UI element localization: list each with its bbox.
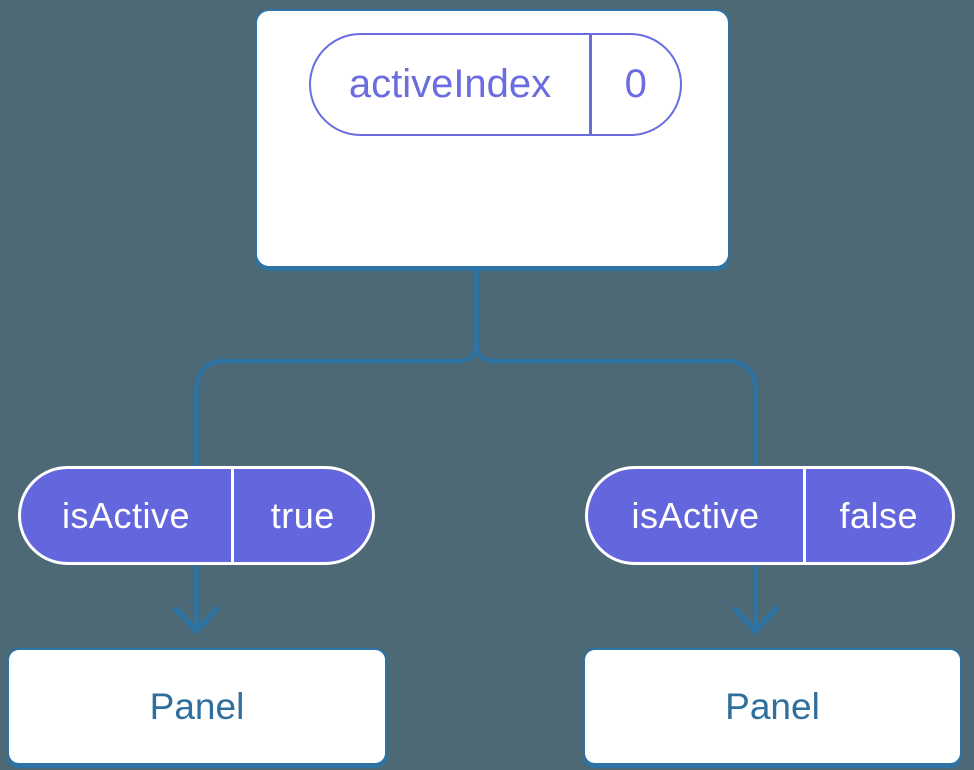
panel-node-right: Panel xyxy=(583,648,962,765)
arrow-down-icon xyxy=(732,606,779,634)
connector-left-branch xyxy=(194,266,479,626)
prop-pill-key: isActive xyxy=(61,494,191,536)
state-pill-activeindex: activeIndex 0 xyxy=(309,33,682,136)
prop-pill-value: false xyxy=(839,494,919,536)
prop-pill-value: true xyxy=(270,494,335,536)
pill-divider xyxy=(231,469,234,562)
accordion-node: Accordion activeIndex 0 xyxy=(255,9,730,268)
arrow-down-icon xyxy=(173,606,220,634)
panel-node-left: Panel xyxy=(7,648,387,765)
connector-right-branch xyxy=(474,266,758,626)
prop-pill-key: isActive xyxy=(631,494,760,536)
state-pill-value: 0 xyxy=(624,62,647,106)
prop-pill-isactive-right: isActive false xyxy=(585,466,955,565)
prop-pill-isactive-left: isActive true xyxy=(18,466,375,565)
pill-divider xyxy=(589,35,592,134)
panel-node-label: Panel xyxy=(149,685,245,727)
state-pill-key: activeIndex xyxy=(348,62,552,106)
panel-node-label: Panel xyxy=(725,685,820,727)
pill-divider xyxy=(803,469,806,562)
